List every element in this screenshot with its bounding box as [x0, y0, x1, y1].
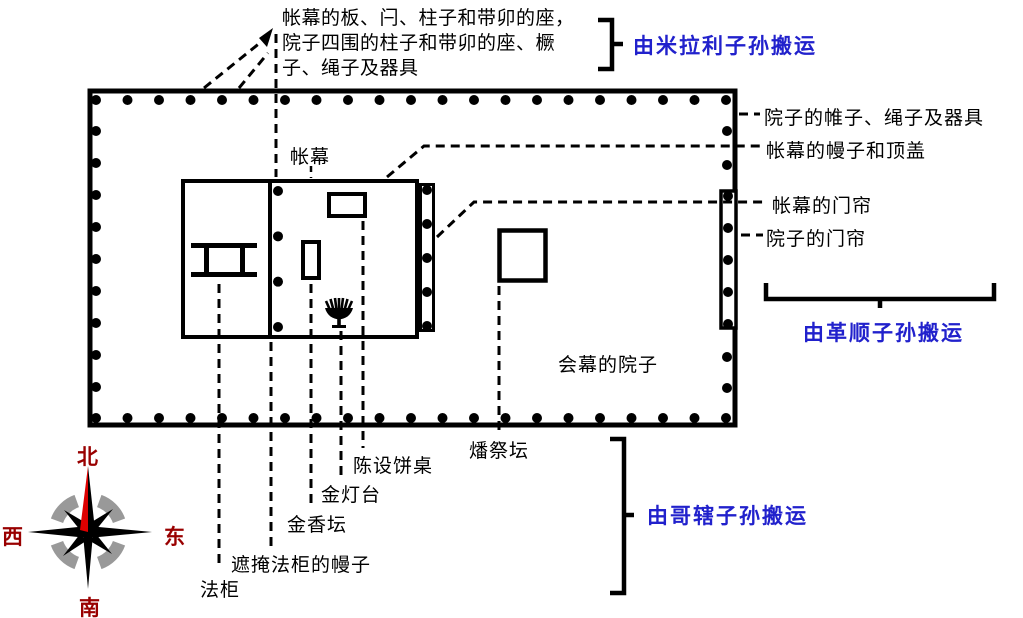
- pillar-dots-right-upper: [722, 126, 732, 170]
- pillar-dots-top: [91, 95, 731, 105]
- pillar-dots-bottom: [91, 413, 731, 423]
- tent-outline: [181, 179, 419, 339]
- label-showbread-table: 陈设饼桌: [353, 456, 434, 477]
- compass-se-point: [90, 534, 112, 554]
- compass-south-needle: [83, 534, 93, 589]
- label-lampstand: 金灯台: [321, 485, 382, 506]
- bracket-merari: [598, 17, 623, 72]
- bracket-kohath: [610, 436, 634, 596]
- carrier-merari-label: 由米拉利子孙搬运: [633, 35, 817, 58]
- compass-nw-point: [64, 510, 86, 530]
- burnt-offering-altar-icon: [497, 228, 548, 283]
- label-incense-altar: 金香坛: [287, 515, 348, 536]
- label-tent: 帐幕: [290, 147, 331, 168]
- showbread-table-icon: [327, 192, 367, 218]
- compass-sw-point: [63, 534, 86, 556]
- lampstand-icon: [324, 297, 354, 328]
- bracket-gershon: [763, 283, 997, 308]
- compass-south-label: 南: [79, 597, 100, 618]
- veil-pillar-dots: [273, 186, 283, 332]
- compass-rose-icon: [28, 466, 152, 589]
- label-tent-covering: 帐幕的幔子和顶盖: [766, 141, 927, 162]
- compass-west-label: 西: [2, 526, 23, 549]
- leader-tent-covering: [386, 144, 763, 179]
- merari-items-line1: 帐幕的板、闩、柱子和带卯的座，: [282, 8, 575, 29]
- compass-ne-point: [90, 509, 113, 530]
- pillar-dots-right-lower: [722, 352, 732, 393]
- pillar-dots-left: [91, 126, 101, 392]
- carrier-gershon-label: 由革顺子孙搬运: [803, 322, 964, 345]
- label-courtyard: 会幕的院子: [558, 355, 659, 376]
- leader-merari-court: [203, 36, 267, 90]
- compass-west-needle: [28, 526, 88, 538]
- compass-north-label: 北: [77, 446, 98, 469]
- leader-lines: [203, 28, 765, 569]
- leader-merari-court2: [237, 52, 270, 89]
- incense-altar-icon: [301, 240, 321, 280]
- compass-north-needle-black: [88, 466, 95, 532]
- brackets: [598, 17, 997, 596]
- label-ark: 法柜: [200, 580, 241, 601]
- leader-tent-door: [435, 200, 765, 239]
- ark-icon: [191, 243, 257, 277]
- compass-east-needle: [88, 526, 152, 538]
- label-tent-door: 帐幕的门帘: [772, 196, 873, 217]
- carrier-kohath-label: 由哥辖子孙搬运: [647, 505, 808, 528]
- merari-items-line3: 子、绳子及器具: [282, 58, 419, 79]
- compass-north-needle-red: [80, 466, 88, 532]
- merari-items-note: 帐幕的板、闩、柱子和带卯的座， 院子四围的柱子和带卯的座、橛 子、绳子及器具: [282, 6, 575, 81]
- compass-east-label: 东: [164, 526, 185, 549]
- label-veil: 遮掩法柜的幔子: [231, 555, 372, 576]
- court-gate-pillar-dots: [723, 191, 733, 329]
- arrowhead-icon: [259, 28, 273, 47]
- label-court-gate: 院子的门帘: [766, 229, 867, 250]
- label-burnt-altar: 燔祭坛: [469, 441, 530, 462]
- tent-door-pillar-dots: [422, 185, 432, 331]
- label-court-hangings: 院子的帷子、绳子及器具: [764, 108, 985, 129]
- merari-items-line2: 院子四围的柱子和带卯的座、橛: [282, 33, 556, 54]
